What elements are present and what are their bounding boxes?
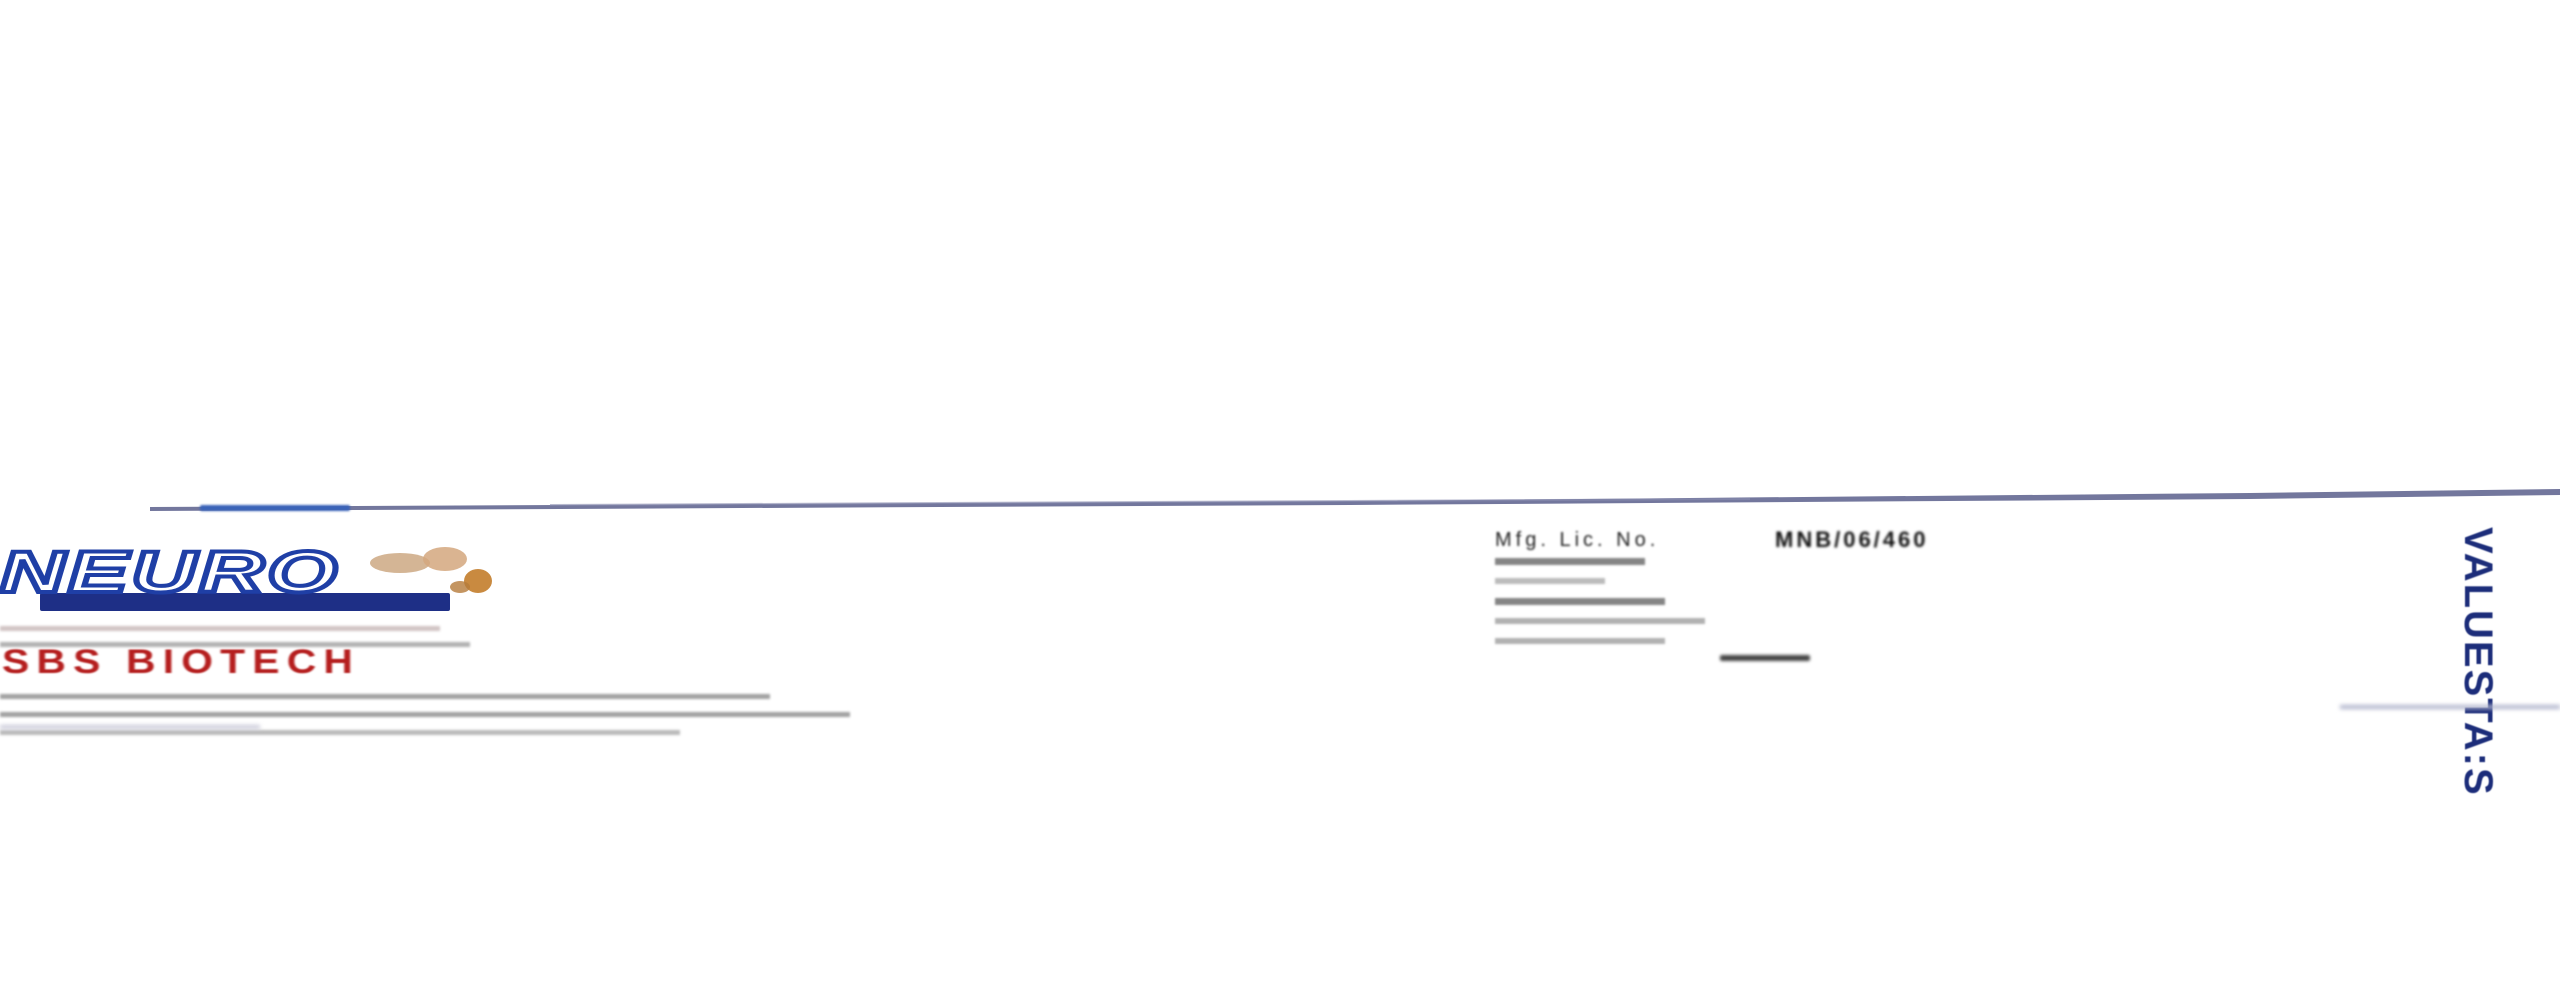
batch-no-row-blur	[1495, 553, 1645, 571]
side-label: VALUESTA:S	[2456, 527, 2500, 797]
bottom-shadow-right	[2340, 705, 2560, 709]
mfg-lic-value: MNB/06/460	[1775, 527, 1929, 552]
mfg-date-row-blur	[1495, 593, 1665, 611]
mfg-lic-row: Mfg. Lic. No. MNB/06/460	[1495, 529, 1926, 551]
brand-block: NEURO SBS BIOTECH	[0, 535, 900, 735]
batch-info-block: Mfg. Lic. No. MNB/06/460	[1495, 529, 1926, 651]
manufactured-by-blur	[0, 635, 470, 647]
mfg-lic-label: Mfg. Lic. No.	[1495, 529, 1660, 551]
brand-tagline-blur	[0, 619, 440, 631]
side-panel: VALUESTA:S	[2430, 527, 2510, 797]
exp-row-blur	[1495, 613, 1705, 631]
date-row-blur	[1495, 633, 1665, 651]
logo-band	[40, 593, 450, 611]
address-line-2-blur	[0, 705, 850, 717]
company-name: SBS BIOTECH	[2, 643, 361, 681]
bottom-shadow-left	[0, 725, 260, 729]
mrp-smudge	[1720, 655, 1810, 661]
package-top-edge	[150, 487, 2560, 511]
address-line-3-blur	[0, 723, 680, 735]
logo-wordmark: NEURO	[0, 539, 341, 607]
blue-tab-mark	[200, 505, 350, 511]
address-line-1-blur	[0, 687, 770, 699]
brand-logo: NEURO	[0, 539, 520, 621]
package-strip: NEURO SBS BIOTECH	[0, 487, 2560, 797]
mascot-icon	[370, 547, 492, 593]
pack-row-blur	[1495, 573, 1605, 591]
